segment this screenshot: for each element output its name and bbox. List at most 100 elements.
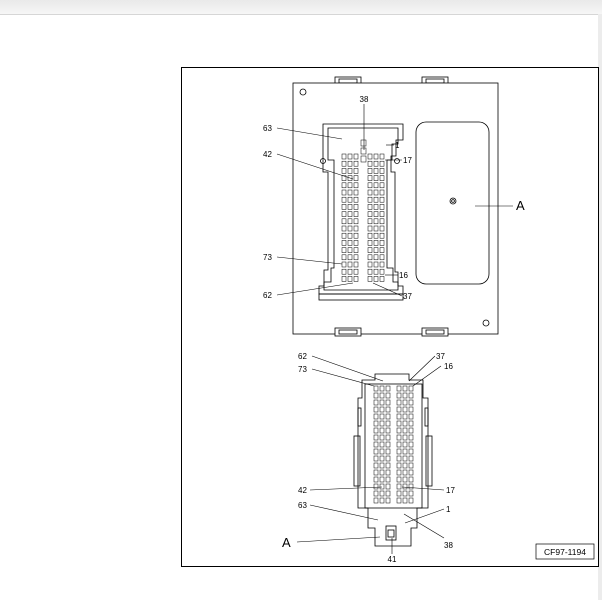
- pin-cavity: [367, 254, 373, 261]
- pin-cavity: [402, 385, 408, 392]
- pin-cavity: [408, 392, 414, 399]
- pin-cavity: [385, 455, 391, 462]
- pin-cavity: [367, 182, 373, 189]
- lower-pin-16-label: 16: [444, 362, 453, 371]
- pin-cavity: [347, 153, 353, 160]
- pin-cavity: [347, 254, 353, 261]
- pin-cavity: [408, 385, 414, 392]
- pin-cavity: [402, 427, 408, 434]
- pin-cavity: [347, 268, 353, 275]
- pin-cavity: [373, 420, 379, 427]
- lower-pin-41-label: 41: [388, 555, 397, 564]
- pin-cavity: [373, 211, 379, 217]
- pin-cavity: [373, 261, 379, 268]
- pin-cavity: [385, 469, 391, 476]
- pin-cavity: [379, 427, 385, 434]
- pin-cavity: [347, 160, 353, 167]
- pin-cavity: [379, 434, 385, 441]
- top-bar: [0, 0, 602, 15]
- pin-cavity: [396, 497, 402, 504]
- pin-cavity: [341, 247, 347, 253]
- pin-cavity: [347, 240, 353, 246]
- pin-cavity: [408, 469, 414, 476]
- pin-cavity: [408, 413, 414, 420]
- lower-label-a: A: [282, 535, 291, 550]
- pin-cavity: [373, 462, 379, 469]
- pin-cavity: [367, 204, 373, 210]
- pin-cavity: [347, 276, 353, 282]
- upper-pin-38-label: 38: [360, 95, 369, 104]
- pin-cavity: [367, 247, 373, 253]
- pin-cavity: [402, 420, 408, 427]
- upper-pin-42-label: 42: [263, 150, 272, 159]
- pin-cavity: [379, 268, 385, 275]
- upper-pin-1-label: 1: [395, 141, 400, 150]
- pin-cavity: [379, 406, 385, 413]
- lower-pin-42-label: 42: [298, 486, 307, 495]
- lower-pin-62-label: 62: [298, 352, 307, 361]
- pin-cavity: [402, 483, 408, 490]
- pin-cavity: [379, 497, 385, 504]
- pin-cavity: [379, 189, 385, 196]
- pin-cavity: [408, 490, 414, 497]
- scrollbar[interactable]: [598, 14, 602, 600]
- pin-cavity: [379, 182, 385, 189]
- pin-cavity: [402, 441, 408, 448]
- pin-cavity: [379, 476, 385, 483]
- pin-cavity: [353, 247, 359, 253]
- pin-cavity: [396, 392, 402, 399]
- pin-cavity: [385, 441, 391, 448]
- pin-cavity: [353, 240, 359, 246]
- pin-cavity: [367, 225, 373, 232]
- pin-cavity: [396, 434, 402, 441]
- reference-code: CF97-1194: [544, 547, 586, 557]
- pin-cavity: [396, 427, 402, 434]
- pin-cavity: [385, 462, 391, 469]
- pin-cavity: [373, 232, 379, 239]
- pin-cavity: [347, 261, 353, 268]
- pin-cavity: [341, 232, 347, 239]
- pin-cavity: [347, 196, 353, 203]
- pin-cavity: [408, 448, 414, 455]
- lower-pin-38-label: 38: [444, 541, 453, 550]
- pin-cavity: [385, 434, 391, 441]
- pin-cavity: [353, 160, 359, 167]
- pin-cavity: [367, 232, 373, 239]
- pin-cavity: [385, 420, 391, 427]
- pin-cavity: [373, 153, 379, 160]
- pin-cavity: [408, 399, 414, 406]
- pin-cavity: [408, 455, 414, 462]
- pin-cavity: [373, 441, 379, 448]
- pin-cavity: [379, 455, 385, 462]
- pin-cavity: [396, 406, 402, 413]
- pin-cavity: [367, 160, 373, 167]
- pin-cavity: [379, 218, 385, 225]
- pin-cavity: [367, 196, 373, 203]
- upper-pin-62-label: 62: [263, 291, 272, 300]
- pin-cavity: [373, 469, 379, 476]
- pin-cavity: [353, 268, 359, 275]
- upper-pin-37-label: 37: [403, 292, 412, 301]
- pin-cavity: [396, 420, 402, 427]
- pin-cavity: [341, 276, 347, 282]
- pin-cavity: [385, 427, 391, 434]
- pin-cavity: [367, 168, 373, 174]
- pin-cavity: [396, 483, 402, 490]
- pin-cavity: [341, 268, 347, 275]
- pin-cavity: [396, 455, 402, 462]
- pin-cavity: [341, 153, 347, 160]
- pin-cavity: [373, 476, 379, 483]
- pin-cavity: [408, 476, 414, 483]
- pin-cavity: [347, 168, 353, 174]
- pin-cavity: [396, 399, 402, 406]
- pin-cavity: [379, 204, 385, 210]
- pin-cavity: [367, 218, 373, 225]
- pin-cavity: [379, 441, 385, 448]
- pin-cavity: [373, 276, 379, 282]
- lower-pin-field: [373, 385, 414, 504]
- pin-cavity: [367, 153, 373, 160]
- pin-cavity: [385, 476, 391, 483]
- pin-cavity: [379, 175, 385, 181]
- lower-pin-1-label: 1: [446, 505, 451, 514]
- pin-cavity: [341, 225, 347, 232]
